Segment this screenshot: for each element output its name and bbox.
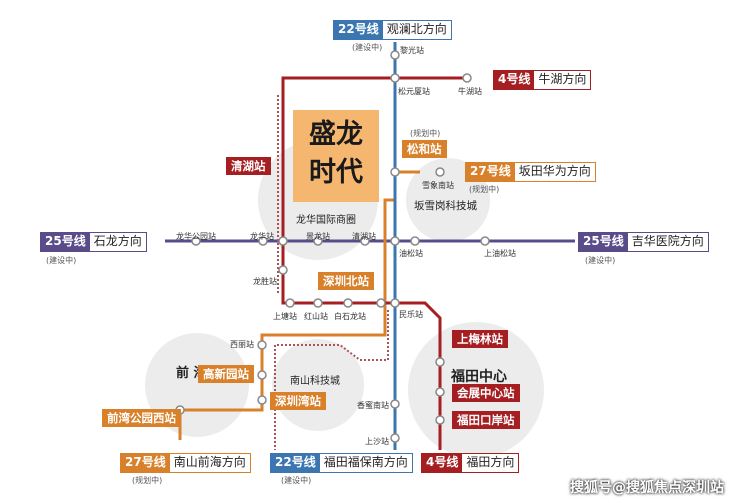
station-gaoxinyuan	[257, 370, 267, 380]
badge-l27-east-dest: 坂田华为方向	[518, 164, 591, 178]
badge-l25-east: 25号线 吉华医院方向	[578, 232, 709, 252]
tag-futian-port: 福田口岸站	[452, 411, 520, 429]
label-niuhu: 牛湖站	[458, 87, 482, 96]
tag-gaoxinyuan: 高新园站	[198, 365, 254, 383]
label-xiangmi: 香蜜南站	[357, 401, 389, 410]
label-qinghu-st: 清湖站	[352, 232, 376, 241]
label-baishilong: 白石龙站	[334, 312, 366, 321]
badge-l4-south-dest: 福田方向	[466, 455, 515, 469]
note-l27-east: (规划中)	[469, 185, 500, 194]
tag-shangmeilin: 上梅林站	[452, 330, 508, 348]
station-minle	[390, 298, 400, 308]
station-hongshan	[313, 298, 323, 308]
station-hub	[390, 236, 400, 246]
badge-l22-north-dest: 观澜北方向	[386, 22, 447, 36]
station-futian-port	[435, 415, 445, 425]
note-l25-west: (建设中)	[46, 256, 77, 265]
note-l22-south: (建设中)	[281, 476, 312, 485]
badge-l4-south-num: 4号线	[422, 454, 463, 472]
district-nanshan: 南山科技城	[290, 376, 340, 387]
badge-l27-east-num: 27号线	[466, 163, 515, 181]
badge-l25-east-num: 25号线	[579, 233, 628, 251]
line-4	[281, 76, 470, 450]
tag-shenzhen-north: 深圳北站	[318, 272, 374, 290]
station-xili	[257, 340, 267, 350]
badge-l22-south-dest: 福田福保南方向	[323, 455, 408, 469]
station-shangmeilin	[435, 357, 445, 367]
project-name-box: 盛龙 时代	[293, 110, 379, 202]
label-shangtang: 上塘站	[273, 312, 297, 321]
station-jinglong	[313, 236, 323, 246]
badge-l22-north-num: 22号线	[334, 21, 383, 39]
badge-l4-north-dest: 牛湖方向	[538, 72, 587, 86]
badge-l22-south-num: 22号线	[271, 454, 320, 472]
label-shangyousong: 上油松站	[484, 249, 516, 258]
label-liguang: 黎光站	[400, 46, 424, 55]
station-longsheng	[278, 265, 288, 275]
railway-hatch-south	[274, 310, 389, 450]
district-futian: 福田中心	[451, 369, 507, 385]
label-longsheng: 龙胜站	[253, 277, 277, 286]
label-xuexiangnan: 雪象南站	[422, 181, 454, 190]
label-youyou: 油松站	[399, 249, 423, 258]
badge-l25-west-dest: 石龙方向	[93, 234, 142, 248]
station-songyuansha	[390, 73, 400, 83]
tag-qinghu: 清湖站	[226, 157, 271, 175]
station-shenzhenwan	[257, 395, 267, 405]
note-l22-north: (建设中)	[352, 43, 383, 52]
station-shangsha	[390, 433, 400, 443]
badge-l4-south: 4号线 福田方向	[421, 453, 520, 473]
project-name-line2: 时代	[309, 157, 363, 188]
station-xuexiangnan	[435, 167, 445, 177]
label-songyuansha: 松元厦站	[398, 87, 430, 96]
badge-l27-east: 27号线 坂田华为方向	[465, 162, 596, 182]
label-shangsha: 上沙站	[365, 437, 389, 446]
district-bantian: 坂雪岗科技城	[414, 200, 477, 212]
label-jinglong: 景龙站	[306, 232, 330, 241]
label-longhua: 龙华站	[250, 232, 274, 241]
station-niuhu	[462, 73, 472, 83]
station-youyou	[410, 236, 420, 246]
station-baishilong	[343, 298, 353, 308]
tag-qianwan: 前湾公园西站	[102, 409, 181, 427]
note-songhe: (规划中)	[410, 129, 441, 138]
tag-songhe: 松和站	[402, 140, 447, 158]
label-hongshan: 红山站	[304, 312, 328, 321]
badge-l25-west-num: 25号线	[41, 233, 90, 251]
station-huizhan	[435, 387, 445, 397]
station-xiangmi	[390, 399, 400, 409]
badge-l27-south-num: 27号线	[121, 454, 170, 472]
badge-l27-south-dest: 南山前海方向	[173, 455, 246, 469]
station-shangtang	[285, 298, 295, 308]
badge-l25-east-dest: 吉华医院方向	[631, 234, 704, 248]
station-longhua-park	[191, 236, 201, 246]
note-l27-south: (规划中)	[132, 476, 163, 485]
badge-l4-north: 4号线 牛湖方向	[493, 70, 592, 90]
badge-l25-west: 25号线 石龙方向	[40, 232, 147, 252]
station-liguang	[390, 50, 400, 60]
badge-l4-north-num: 4号线	[494, 71, 535, 89]
station-longhua	[258, 236, 268, 246]
badge-l27-south: 27号线 南山前海方向	[120, 453, 251, 473]
tag-shenzhenwan: 深圳湾站	[270, 392, 326, 410]
label-minle: 民乐站	[399, 310, 423, 319]
project-name-line1: 盛龙	[309, 119, 363, 150]
watermark: 搜狐号@搜狐焦点深圳站	[570, 480, 724, 496]
label-longhua-park: 龙华公园站	[176, 232, 216, 241]
tag-huizhan: 会展中心站	[452, 384, 520, 402]
station-qinghu-west	[278, 236, 288, 246]
station-shenzhen-north	[376, 298, 386, 308]
station-qinghu-st	[360, 236, 370, 246]
station-songhe	[390, 167, 400, 177]
badge-l22-south: 22号线 福田福保南方向	[270, 453, 413, 473]
label-xili: 西丽站	[230, 340, 254, 349]
note-l25-east: (建设中)	[585, 256, 616, 265]
station-shangyousong	[480, 236, 490, 246]
badge-l22-north: 22号线 观澜北方向	[333, 20, 452, 40]
area-label: 龙华国际商圈	[296, 215, 356, 226]
